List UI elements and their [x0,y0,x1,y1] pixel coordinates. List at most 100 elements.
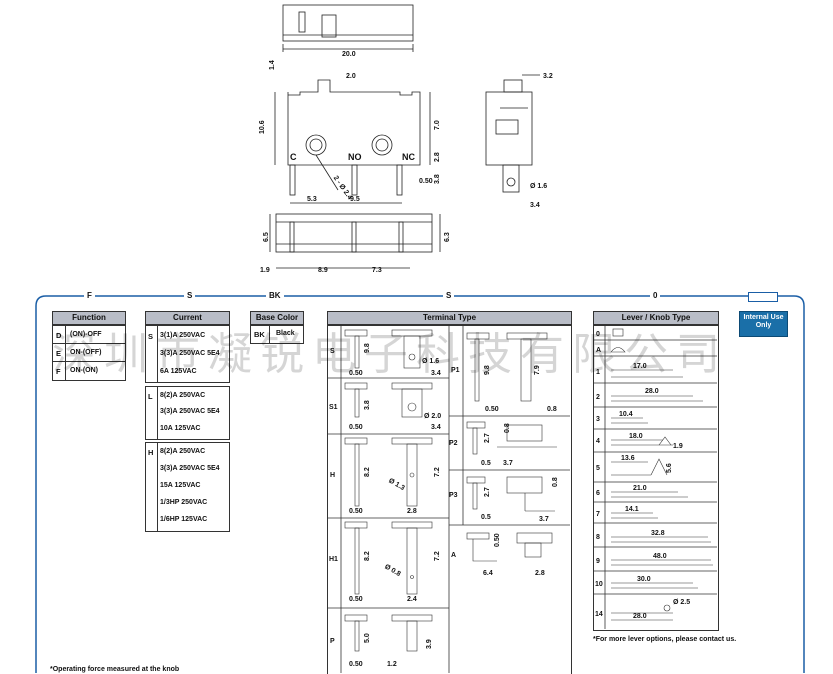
svg-text:Ø 2.5: Ø 2.5 [673,599,690,606]
lever-code-4: 4 [596,438,600,445]
code-internal-boxes [748,292,778,302]
dim-pitch: 9.5 [350,196,360,203]
svg-text:1.2: 1.2 [387,661,397,668]
svg-text:0.50: 0.50 [349,661,363,668]
watermark: 深圳市凝锐电子科技有限公司 [52,329,728,380]
svg-text:Ø 2.0: Ø 2.0 [424,413,441,420]
svg-text:Ø 0.8: Ø 0.8 [383,563,401,578]
terminal-type-header: Terminal Type [327,311,572,325]
code-function: F [84,291,95,300]
svg-text:13.6: 13.6 [621,455,635,462]
lever-code-a: A [596,347,601,354]
svg-text:2.4: 2.4 [407,596,417,603]
terminal-code-p: P [330,638,335,645]
svg-text:1.9: 1.9 [673,443,683,450]
lever-table [593,325,719,631]
svg-text:7.9: 7.9 [534,365,541,375]
svg-text:0.8: 0.8 [547,406,557,413]
function-code-e: E [56,349,62,358]
svg-text:30.0: 30.0 [637,576,651,583]
dim-side-w: 3.2 [543,73,553,80]
svg-text:0.8: 0.8 [552,477,559,487]
svg-text:2.7: 2.7 [484,487,491,497]
svg-text:0.8: 0.8 [504,423,511,433]
svg-text:5.6: 5.6 [666,463,673,473]
svg-text:10.4: 10.4 [619,411,633,418]
dim-top-width: 20.0 [342,51,356,58]
svg-text:0.50: 0.50 [349,596,363,603]
svg-text:0.50: 0.50 [349,370,363,377]
terminal-type-drawings: S 9.8 0.50 Ø 1.6 3.4 S1 3.8 0.50 Ø 2.0 3… [327,325,570,673]
function-table: D (ON)-OFF E ON-(OFF) F ON-(ON) [52,325,126,381]
code-lever: 0 [650,291,661,300]
current-group-s: S 3(1)A 250VAC 3(3)A 250VAC 5E4 6A 125VA… [145,325,230,383]
dim-pin-width: 2.0 [346,73,356,80]
terminal-code-a: A [451,552,456,559]
svg-text:0.5: 0.5 [481,460,491,467]
dim-bot-h1: 6.5 [263,232,270,242]
function-header: Function [52,311,126,325]
svg-text:14.1: 14.1 [625,506,639,513]
dim-hole-pitch: 2.8 [434,152,441,162]
svg-text:3.4: 3.4 [431,424,441,431]
svg-text:6.4: 6.4 [483,570,493,577]
dim-side-tab: 3.4 [530,202,540,209]
dim-left-off: 5.3 [307,196,317,203]
dim-bot-h2: 6.3 [444,232,451,242]
svg-text:7.2: 7.2 [434,467,441,477]
svg-text:2.7: 2.7 [484,433,491,443]
terminal-code-p1: P1 [451,367,460,374]
svg-text:28.0: 28.0 [645,388,659,395]
lever-code-10: 10 [595,581,603,588]
svg-text:18.0: 18.0 [629,433,643,440]
function-code-f: F [56,367,61,376]
svg-text:8.2: 8.2 [364,467,371,477]
lever-header: Lever / Knob Type [593,311,719,325]
base-color-table: BK Black [250,325,304,344]
code-base-color: BK [266,291,284,300]
lever-code-0: 0 [596,331,600,338]
svg-text:17.0: 17.0 [633,363,647,370]
svg-text:3.9: 3.9 [426,639,433,649]
lever-code-6: 6 [596,490,600,497]
terminal-nc-label: NC [402,152,415,162]
ordering-frame [35,295,805,673]
code-terminal: S [443,291,455,300]
svg-text:28.0: 28.0 [633,613,647,620]
svg-text:Ø 1.6: Ø 1.6 [422,358,439,365]
terminal-code-s1: S1 [329,404,338,411]
dim-height: 10.6 [259,120,266,134]
svg-text:0.50: 0.50 [494,533,501,547]
svg-text:8.2: 8.2 [364,551,371,561]
terminal-code-h1: H1 [329,556,338,563]
terminal-c-label: C [290,152,297,162]
base-color-header: Base Color [250,311,304,325]
function-text-d: (ON)-OFF [70,331,102,338]
dim-pin-len: 3.8 [434,174,441,184]
terminal-code-s: S [330,348,335,355]
svg-text:9.8: 9.8 [484,365,491,375]
svg-text:32.8: 32.8 [651,530,665,537]
svg-text:3.8: 3.8 [364,400,371,410]
svg-text:5.0: 5.0 [364,633,371,643]
svg-text:Ø 1.3: Ø 1.3 [387,477,405,492]
dim-bot-p1: 8.9 [318,267,328,274]
svg-text:3.4: 3.4 [431,370,441,377]
current-group-h: H 8(2)A 250VAC 3(3)A 250VAC 5E4 15A 125V… [145,442,230,532]
lever-code-3: 3 [596,416,600,423]
svg-text:2.8: 2.8 [407,508,417,515]
lever-code-2: 2 [596,394,600,401]
svg-text:0.50: 0.50 [349,424,363,431]
svg-text:2.8: 2.8 [535,570,545,577]
terminal-no-label: NO [348,152,362,162]
lever-code-14: 14 [595,611,603,618]
svg-text:3.7: 3.7 [503,460,513,467]
svg-text:0.50: 0.50 [349,508,363,515]
lever-code-5: 5 [596,465,600,472]
lever-code-1: 1 [596,369,600,376]
svg-text:7.2: 7.2 [434,551,441,561]
svg-text:3.7: 3.7 [539,516,549,523]
svg-text:0.50: 0.50 [485,406,499,413]
code-current: S [184,291,196,300]
internal-use-badge: Internal Use Only [739,311,788,337]
